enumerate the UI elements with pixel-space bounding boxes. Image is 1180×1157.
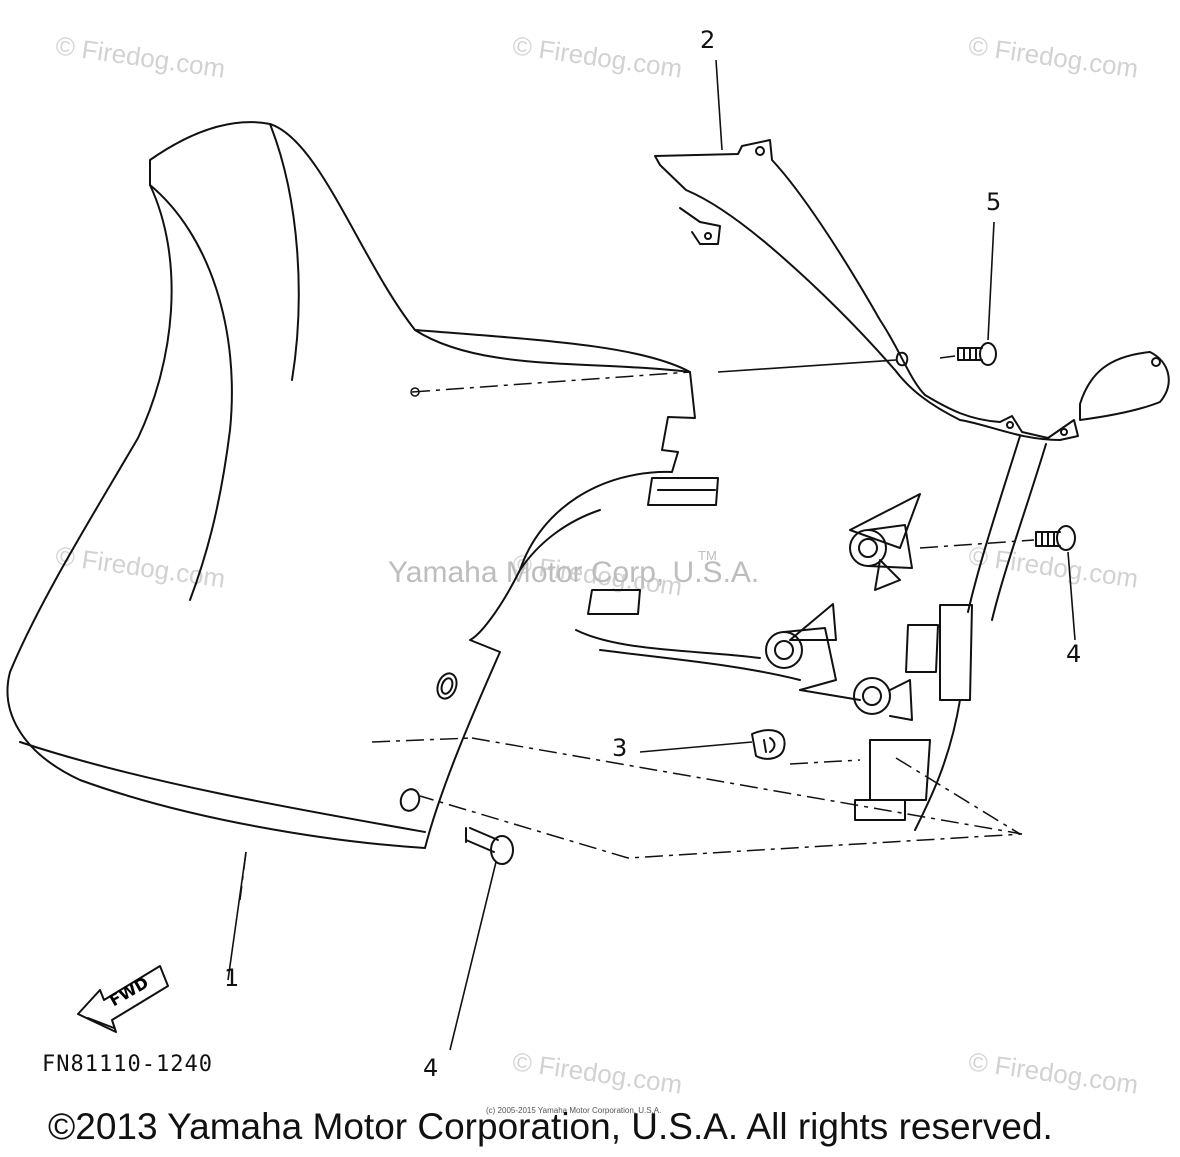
- fwd-arrow-icon: [77, 965, 169, 1033]
- callout-4-lower: 4: [423, 1054, 439, 1082]
- inner-panel-part-2: [654, 139, 1170, 831]
- screw-part-4-lower: [465, 827, 514, 865]
- center-watermark: Yamaha Motor Corp, U.S.A.: [388, 556, 760, 589]
- callout-3: 3: [612, 734, 628, 762]
- copyright-notice: ©2013 Yamaha Motor Corporation, U.S.A. A…: [48, 1106, 1053, 1147]
- callout-4-right: 4: [1066, 640, 1082, 668]
- callout-5: 5: [986, 188, 1002, 216]
- alignment-lines: [239, 371, 1035, 901]
- screw-part-5: [957, 342, 997, 366]
- fine-print: (c) 2005-2015 Yamaha Motor Corporation, …: [486, 1106, 662, 1115]
- leader-lines: [227, 59, 1076, 1051]
- clip-nut-part-3: [751, 729, 786, 760]
- callout-1: 1: [224, 964, 240, 992]
- rubber-damper-upper: [849, 493, 921, 591]
- diagram-code: FN81110-1240: [42, 1052, 213, 1077]
- side-cowling-part-1: [6, 121, 801, 849]
- rubber-damper-lower: [765, 603, 913, 721]
- callout-2: 2: [700, 26, 716, 54]
- center-watermark-tm: TM: [698, 548, 717, 563]
- screw-part-4-right: [1035, 525, 1076, 551]
